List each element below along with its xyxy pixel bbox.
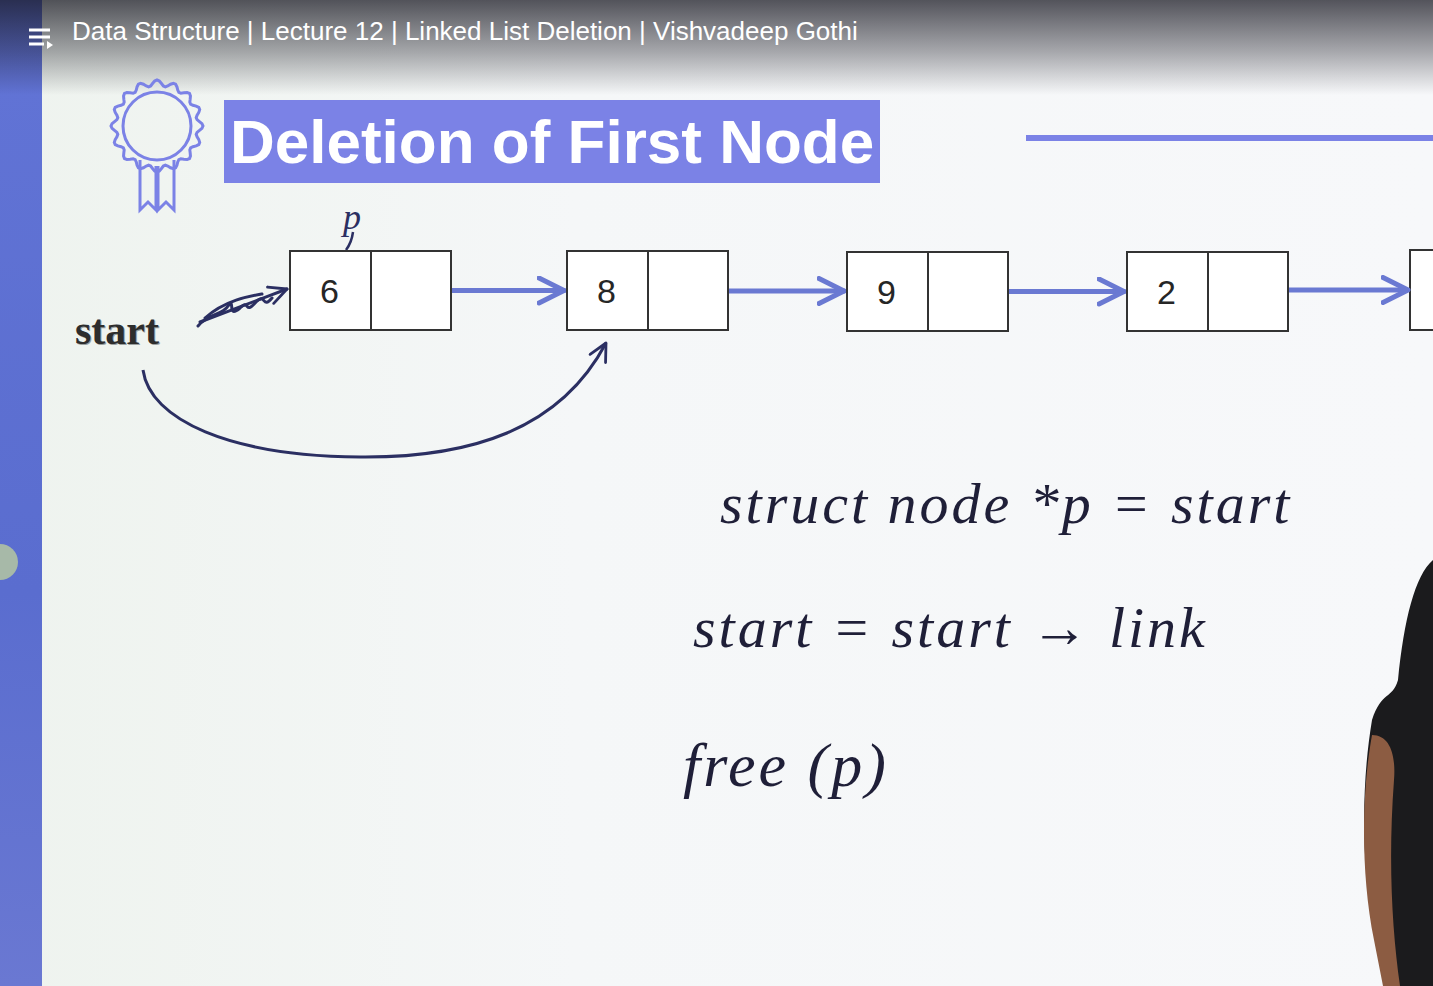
cell-divider [647,252,649,329]
next-pointer [452,288,564,293]
cut-off-node [1410,250,1433,330]
next-pointer [1009,289,1124,294]
playlist-icon [29,30,53,49]
node-value: 9 [877,272,896,311]
code-line: struct node *p = start [720,470,1292,537]
start-pointer [198,289,287,326]
list-node: 9 [846,251,1009,332]
presenter [1364,560,1433,986]
cell-divider [927,253,929,330]
video-top-shade [0,0,1433,95]
video-title: Data Structure | Lecture 12 | Linked Lis… [72,16,858,47]
node-value: 8 [597,271,616,310]
list-node: 2 [1126,251,1289,332]
node-value: 2 [1157,272,1176,311]
side-dot [0,544,18,580]
list-node: 8 [566,250,729,331]
side-strip [0,0,42,986]
code-line: free (p) [683,730,889,801]
node-value: 6 [320,271,339,310]
pointer-name: p [343,196,361,238]
slide-title: Deletion of First Node [230,106,874,177]
list-node: 6 [289,250,452,331]
next-pointer [729,289,844,294]
title-rule [1026,135,1433,141]
pointer-name: start [75,306,159,354]
badge-icon [111,80,203,210]
cell-divider [1207,253,1209,330]
title-banner: Deletion of First Node [224,100,880,183]
cell-divider [370,252,372,329]
new-start-arrow [143,343,606,457]
code-line: start = start → link [693,594,1208,661]
